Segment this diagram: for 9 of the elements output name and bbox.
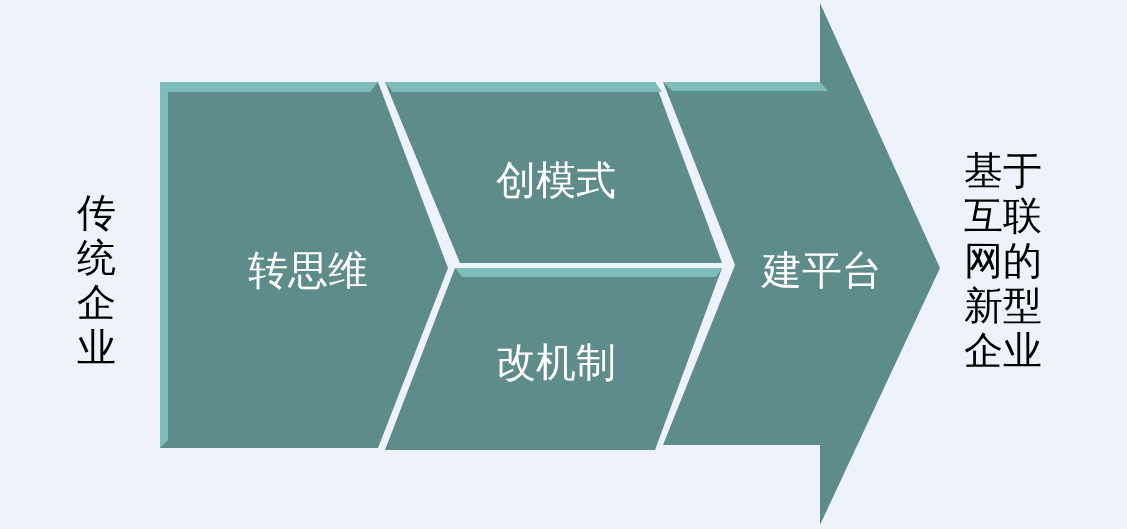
step-label: 改机制 [496, 342, 616, 382]
chevron-shape [160, 82, 448, 448]
side-text: 基于互联网的新型企业 [964, 148, 1043, 373]
step-label: 建平台 [762, 250, 882, 290]
side-text: 传统企业 [77, 190, 117, 370]
parallelogram-shape [385, 82, 722, 263]
step-label: 创模式 [496, 160, 616, 200]
step-label: 转思维 [248, 250, 368, 290]
parallelogram-shape [385, 268, 722, 450]
